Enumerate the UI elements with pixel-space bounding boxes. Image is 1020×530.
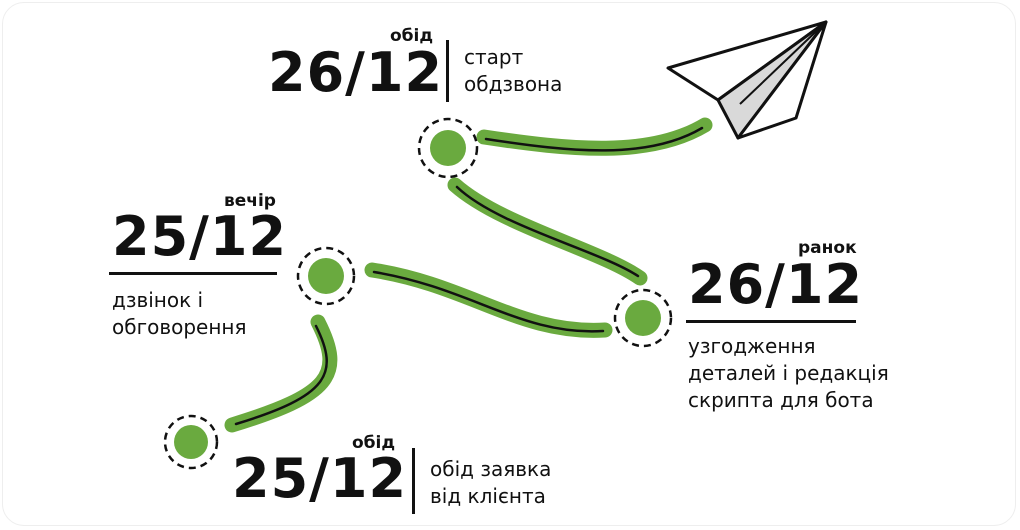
- description-4: старт обдзвона: [464, 45, 563, 96]
- description-3: узгодження деталей і редакція скрипта дл…: [688, 334, 889, 412]
- description-1: обід заявка від клієнта: [430, 457, 552, 508]
- date-label-4: 26/12: [268, 41, 444, 104]
- timeline-node-1: [163, 414, 219, 470]
- time-of-day-label-1: обід: [352, 433, 396, 453]
- timeline-node-4: [417, 117, 479, 179]
- divider-3: [686, 320, 856, 323]
- paper-plane-icon: [666, 20, 828, 140]
- date-label-1: 25/12: [232, 447, 408, 510]
- time-of-day-label-2: вечір: [224, 191, 276, 211]
- divider-1: [412, 448, 415, 514]
- date-label-3: 26/12: [688, 253, 864, 316]
- route-segment-1: [224, 314, 338, 433]
- route-segment-4: [476, 117, 713, 156]
- description-2: дзвінок і обговорення: [112, 288, 247, 339]
- date-label-2: 25/12: [112, 205, 288, 268]
- divider-2: [109, 272, 277, 275]
- timeline-node-3: [613, 288, 673, 348]
- route-segment-2: [364, 262, 613, 338]
- route-segment-3: [447, 177, 648, 286]
- divider-4: [446, 40, 449, 102]
- time-of-day-label-3: ранок: [798, 238, 857, 258]
- timeline-node-2: [296, 246, 356, 306]
- time-of-day-label-4: обід: [390, 26, 434, 46]
